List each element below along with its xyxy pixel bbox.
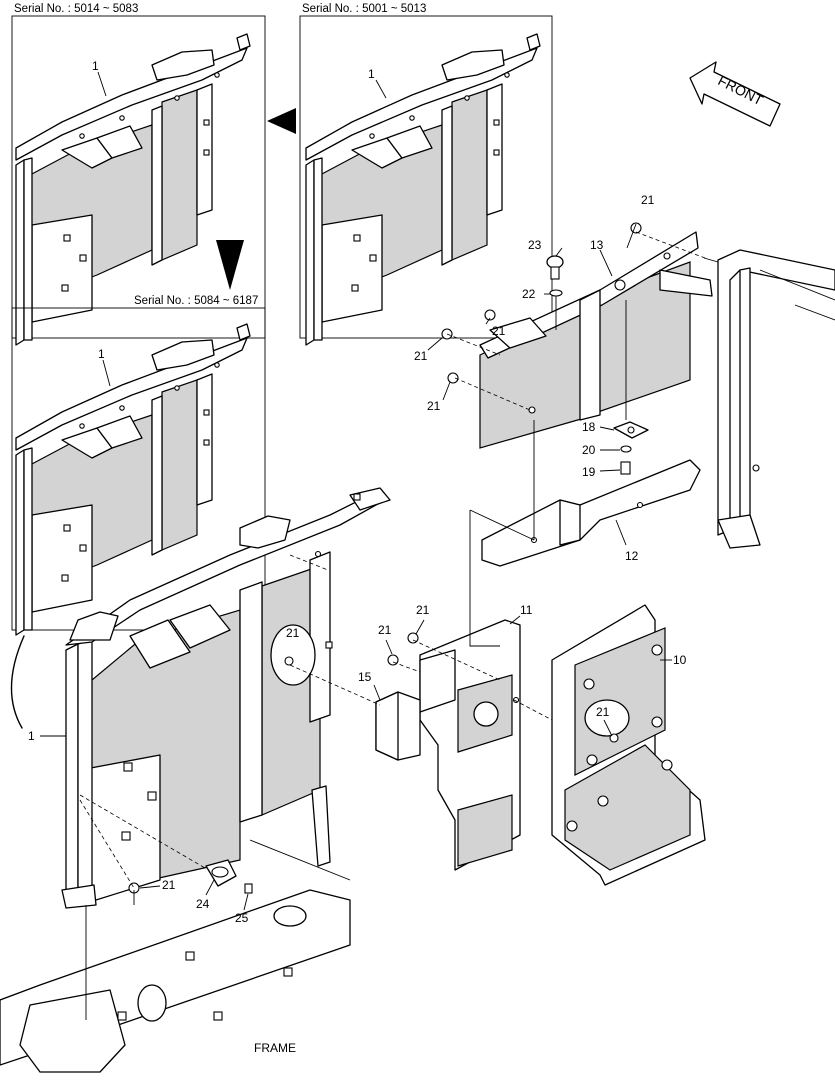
serial-label-5001-5013: Serial No. : 5001 ~ 5013 (302, 3, 426, 15)
clamp-part-24 (205, 859, 237, 887)
callout-22: 22 (522, 287, 536, 301)
callout-21-h: 21 (286, 626, 300, 640)
serial-label-5014-5083: Serial No. : 5014 ~ 5083 (14, 3, 138, 15)
panel-part-10 (551, 604, 706, 886)
callout-19: 19 (582, 465, 596, 479)
callout-21-f: 21 (378, 623, 392, 637)
main-bracket-part-1 (61, 487, 391, 909)
callout-13: 13 (590, 238, 604, 252)
callout-24: 24 (196, 897, 210, 911)
callout-21-a: 21 (641, 193, 655, 207)
bolt-part-25 (244, 883, 253, 894)
bracket-part-13 (479, 231, 713, 449)
callout-1-main: 1 (28, 729, 35, 743)
inset-leader-curve (10, 635, 25, 729)
washer-part-20 (620, 445, 632, 453)
callout-21-i: 21 (162, 878, 176, 892)
leader-lines (40, 223, 672, 911)
callout-18: 18 (582, 420, 596, 434)
washer-part-22 (549, 289, 563, 297)
arrow-down-icon (216, 240, 244, 290)
callout-20: 20 (582, 443, 596, 457)
callout-25: 25 (235, 911, 249, 925)
callout-11: 11 (520, 603, 533, 617)
callout-12: 12 (625, 549, 639, 563)
callout-1-inset-b: 1 (368, 67, 375, 81)
inset-serial-5014-5083: Serial No. : 5014 ~ 5083 1 (11, 3, 266, 346)
callout-15: 15 (358, 670, 372, 684)
callout-21-c: 21 (414, 349, 428, 363)
knob-part-23 (546, 255, 564, 280)
front-direction-indicator: FRONT (689, 61, 781, 127)
callout-1-inset-a: 1 (92, 59, 99, 73)
bracket-part-12 (481, 459, 701, 567)
serial-label-5084-6187: Serial No. : 5084 ~ 6187 (134, 295, 258, 307)
inset-serial-5001-5013: Serial No. : 5001 ~ 5013 1 (299, 3, 553, 346)
bracket-part-11 (419, 619, 521, 871)
inset-serial-5084-6187: Serial No. : 5084 ~ 6187 1 (11, 295, 266, 636)
callout-10: 10 (673, 653, 687, 667)
callout-21-e: 21 (416, 603, 430, 617)
side-frame-structure (717, 249, 835, 549)
callout-1-inset-c: 1 (98, 347, 105, 361)
assembly-lines (79, 231, 719, 1020)
plate-part-18 (613, 421, 649, 439)
machine-frame: FRAME (0, 785, 351, 1073)
callout-21-d: 21 (427, 399, 441, 413)
spacer-part-15 (375, 691, 421, 761)
callout-21-b: 21 (492, 324, 506, 338)
arrow-left-icon (267, 108, 296, 134)
callout-23: 23 (528, 238, 542, 252)
frame-label: FRAME (254, 1041, 296, 1055)
bolt-part-19 (620, 461, 631, 475)
callout-21-g: 21 (596, 705, 610, 719)
